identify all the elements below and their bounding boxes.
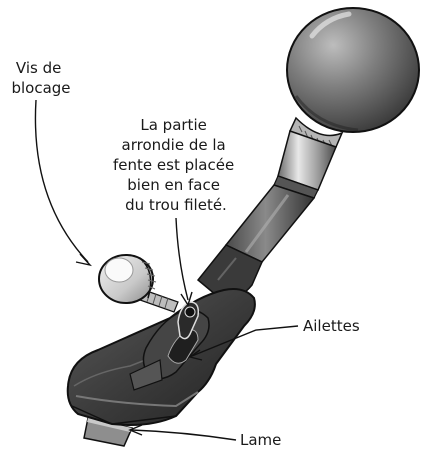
locking-screw: [99, 255, 178, 312]
leader-note: [176, 218, 188, 300]
label-blade: Lame: [240, 431, 281, 449]
leader-blade: [132, 430, 236, 440]
label-rounded-slot-note: La partie arrondie de la fente est placé…: [113, 116, 239, 214]
label-wings: Ailettes: [303, 317, 360, 335]
label-lock-screw: Vis de blocage: [11, 59, 70, 97]
leader-lock-screw: [35, 100, 88, 262]
handle-knob: [287, 8, 419, 132]
